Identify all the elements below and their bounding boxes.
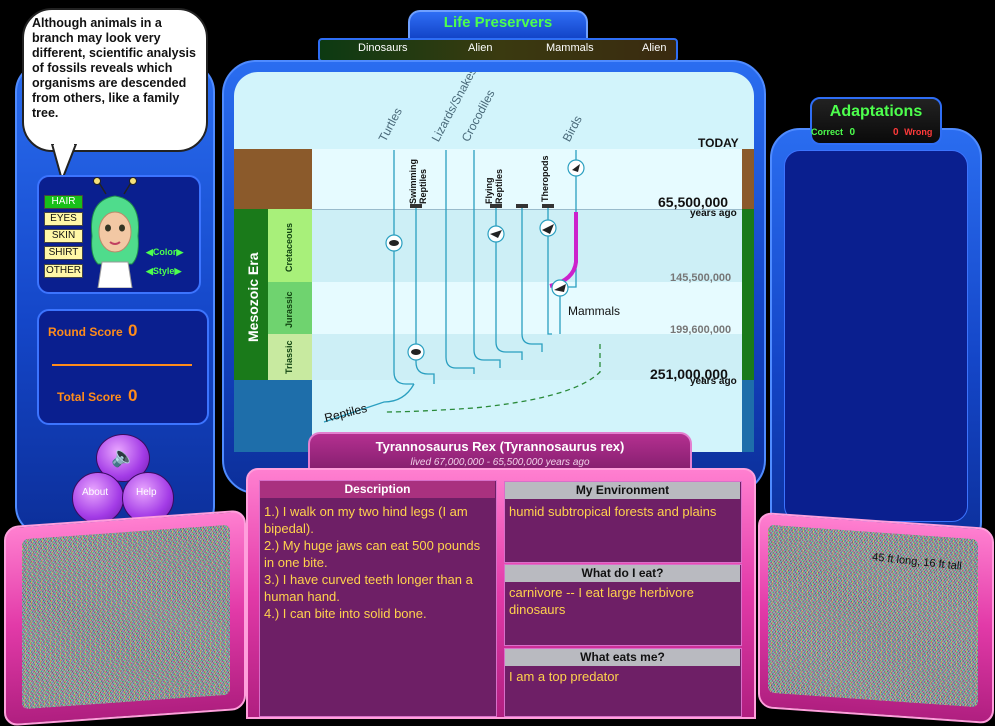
band-jurassic: [268, 282, 312, 334]
band-today: [234, 149, 312, 209]
wrong-value: 0: [893, 127, 899, 138]
band-triassic: [268, 334, 312, 380]
eaten-title: What eats me?: [505, 649, 740, 666]
app-title: Life Preservers: [443, 14, 553, 31]
eat-text: carnivore -- I eat large herbivore dinos…: [509, 585, 694, 617]
wrong-count: 0 Wrong: [893, 127, 932, 138]
right-strip-1: [742, 149, 754, 209]
avatar-button-eyes[interactable]: EYES: [44, 212, 83, 226]
creature-name: Tyrannosaurus Rex (Tyrannosaurus rex): [375, 439, 625, 454]
avatar-button-shirt[interactable]: SHIRT: [44, 246, 83, 260]
row-lines: [312, 209, 742, 210]
color-control[interactable]: ◀Color▶: [146, 247, 183, 258]
clade-flying-reptiles: Flying Reptiles: [484, 168, 504, 204]
age-65: 65,500,000: [658, 194, 729, 210]
phylogeny-panel: Mesozoic Era Cretaceous Jurassic Triassi…: [234, 72, 754, 452]
row-jurassic: [312, 282, 742, 334]
style-control[interactable]: ◀Style▶: [146, 266, 181, 277]
total-score-value: 0: [128, 386, 138, 405]
right-strip-2: [742, 209, 754, 380]
band-bottom: [234, 380, 312, 452]
score-box: [37, 309, 209, 425]
description-item: 3.) I have curved teeth longer than a hu…: [264, 572, 473, 604]
arrow-right-icon[interactable]: ▶: [174, 266, 182, 276]
arrow-right-icon[interactable]: ▶: [176, 247, 184, 257]
avatar-character: [90, 177, 140, 288]
today-label: TODAY: [698, 136, 739, 150]
band-cretaceous: [268, 209, 312, 282]
correct-label: Correct: [811, 127, 844, 137]
age-199: 199,600,000: [670, 324, 732, 336]
description-item: 2.) My huge jaws can eat 500 pounds in o…: [264, 538, 481, 570]
age-65-sub: years ago: [690, 208, 737, 219]
round-score-label: Round Score: [48, 325, 123, 339]
adaptations-title: Adaptations: [829, 103, 923, 120]
avatar-button-hair[interactable]: HAIR: [44, 195, 83, 209]
about-button[interactable]: About: [72, 472, 124, 524]
arrow-left-icon[interactable]: ◀: [146, 266, 153, 276]
left-screen-static: [22, 524, 230, 710]
total-score-label: Total Score: [57, 390, 122, 404]
row-cretaceous: [312, 209, 742, 282]
avatar-button-other[interactable]: OTHER: [44, 264, 83, 278]
age-251: 251,000,000: [650, 366, 728, 382]
description-item: 1.) I walk on my two hind legs (I am bip…: [264, 504, 468, 536]
wrong-label: Wrong: [904, 127, 933, 137]
speech-bubble: Although animals in a branch may look ve…: [22, 8, 208, 152]
about-label: About: [82, 487, 109, 498]
phylogeny-tree: [323, 150, 601, 423]
age-251-sub: years ago: [690, 376, 737, 387]
round-score-value: 0: [128, 321, 138, 340]
clade-swimming-reptiles: Swimming Reptiles: [408, 158, 428, 204]
avatar-button-skin[interactable]: SKIN: [44, 229, 83, 243]
band-mesozoic: [234, 209, 268, 380]
description-title: Description: [260, 481, 495, 498]
speech-bubble-text: Although animals in a branch may look ve…: [32, 16, 196, 120]
adaptations-header: [810, 97, 942, 145]
eaten-text: I am a top predator: [509, 669, 619, 684]
speaker-icon: 🔈: [111, 446, 136, 468]
creature-lived: lived 67,000,000 - 65,500,000 years ago: [410, 457, 590, 468]
mammals-label: Mammals: [568, 304, 621, 318]
environment-text: humid subtropical forests and plains: [509, 504, 717, 519]
correct-count: Correct 0: [811, 127, 855, 138]
style-label: Style: [152, 266, 175, 276]
row-triassic: [312, 334, 742, 380]
age-145: 145,500,000: [670, 272, 732, 284]
tab-alien-2[interactable]: Alien: [642, 42, 667, 54]
right-strip-3: [742, 380, 754, 452]
help-label: Help: [136, 487, 157, 498]
environment-title: My Environment: [505, 482, 740, 499]
correct-value: 0: [849, 127, 856, 138]
color-label: Color: [152, 247, 177, 257]
description-box: [259, 480, 497, 717]
row-today: [312, 149, 742, 209]
title-bar: [408, 10, 588, 38]
tab-dinosaurs[interactable]: Dinosaurs: [358, 42, 408, 54]
description-list: 1.) I walk on my two hind legs (I am bip…: [264, 503, 492, 622]
speech-bubble-tail: [50, 144, 78, 184]
tab-alien-1[interactable]: Alien: [468, 42, 493, 54]
arrow-left-icon[interactable]: ◀: [146, 247, 153, 257]
description-item: 4.) I can bite into solid bone.: [264, 606, 427, 621]
eat-title: What do I eat?: [505, 565, 740, 582]
clade-theropods: Theropods: [540, 155, 550, 203]
score-divider: [52, 364, 192, 366]
tab-mammals[interactable]: Mammals: [546, 42, 594, 54]
adaptations-slot: [784, 150, 968, 522]
